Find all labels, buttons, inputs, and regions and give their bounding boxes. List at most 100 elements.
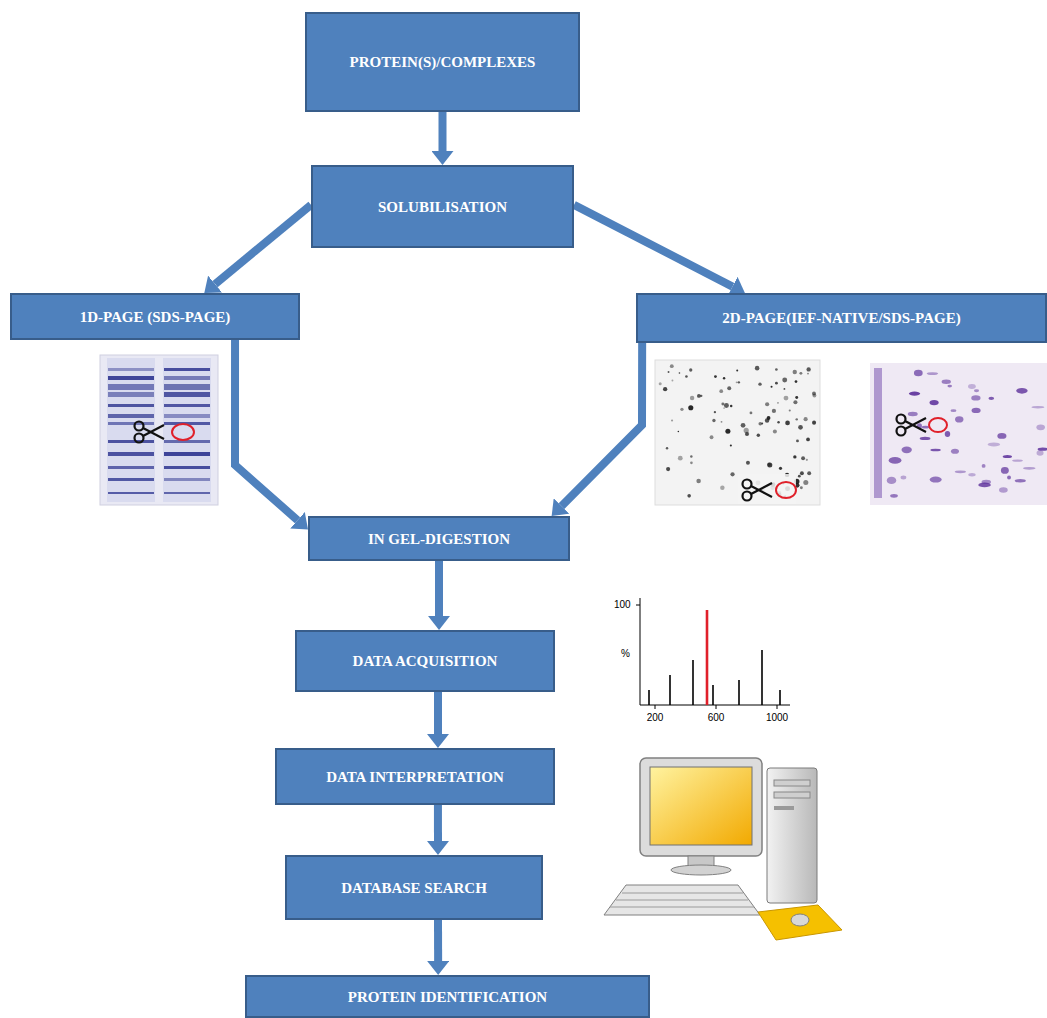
2d-gel-stained-image-part-part xyxy=(971,395,980,400)
computer-icon-part xyxy=(774,780,810,786)
2d-gel-image-part-part xyxy=(773,430,777,434)
2d-gel-image-part-part xyxy=(789,409,791,411)
2d-gel-image-part-part xyxy=(720,485,724,489)
2d-gel-image-part-part xyxy=(696,479,701,484)
process-box: DATA INTERPRETATION xyxy=(275,748,555,805)
sds-gel-image-part-part xyxy=(164,392,210,397)
2d-gel-image-part-part xyxy=(666,447,668,449)
sds-gel-image-part-part xyxy=(164,492,210,494)
2d-gel-stained-image-part-part xyxy=(1001,467,1009,474)
process-box: DATABASE SEARCH xyxy=(285,855,543,920)
sds-gel-image-part-part xyxy=(108,422,154,425)
2d-gel-stained-image-part-part xyxy=(930,400,939,405)
2d-gel-stained-image-part-part xyxy=(997,433,1006,439)
2d-gel-image-part-part xyxy=(806,367,810,371)
2d-gel-image-part-part xyxy=(775,368,778,371)
2d-gel-image-part-part xyxy=(723,377,725,379)
2d-gel-image-part-part xyxy=(666,467,670,471)
2d-gel-image-part-part xyxy=(800,471,804,475)
2d-gel-image-part-part xyxy=(806,438,810,442)
2d-gel-image-part-part xyxy=(690,455,692,457)
2d-gel-image-part-part xyxy=(745,433,748,436)
mass-spectrum-part xyxy=(716,705,717,709)
2d-gel-image-part-part xyxy=(807,471,811,475)
mass-spectrum xyxy=(636,598,790,709)
computer-icon-part xyxy=(767,768,817,903)
box-label: DATABASE SEARCH xyxy=(341,879,487,897)
sds-gel-image-part-part xyxy=(164,376,210,380)
2d-gel-image-part xyxy=(743,480,773,501)
2d-gel-image-part-part xyxy=(784,388,786,390)
computer-icon-part xyxy=(758,905,842,940)
2d-gel-stained-image-part xyxy=(929,418,947,432)
2d-gel-stained-image-part-part xyxy=(955,416,963,422)
2d-gel-stained-image-part-part xyxy=(1031,406,1044,409)
2d-gel-image-part-part xyxy=(680,408,683,411)
2d-gel-stained-image-part-part xyxy=(920,437,931,440)
2d-gel-image-part-part xyxy=(799,372,802,375)
2d-gel-image-part-part xyxy=(793,400,797,404)
sds-gel-image-part-part xyxy=(164,452,210,456)
2d-gel-image-part-part xyxy=(730,405,733,408)
sds-gel-image-part xyxy=(108,368,210,494)
2d-gel-image-part-part xyxy=(746,461,750,465)
2d-gel-image-part-part xyxy=(772,409,776,413)
2d-gel-stained-image-part-part xyxy=(968,384,976,389)
computer-icon-part xyxy=(791,914,809,926)
2d-gel-image-part-part xyxy=(775,382,778,385)
2d-gel-image-part-part xyxy=(721,421,723,423)
2d-gel-stained-image-part-part xyxy=(945,431,950,437)
process-box: 2D-PAGE(IEF-NATIVE/SDS-PAGE) xyxy=(636,293,1047,343)
2d-gel-stained-image-part-part xyxy=(947,385,952,388)
computer-icon-part xyxy=(640,758,762,856)
2d-gel-stained-image-part-part xyxy=(890,494,898,498)
sds-gel-image-part-part xyxy=(164,368,210,371)
computer-icon-part xyxy=(774,806,794,810)
2d-gel-stained-image-part xyxy=(887,370,1047,498)
mass-spectrum-part xyxy=(777,705,778,709)
sds-gel-image-part xyxy=(163,358,211,502)
sds-gel-image-part-part xyxy=(108,478,154,481)
mass-spectrum-part-part xyxy=(738,680,740,705)
2d-gel-image-part-part xyxy=(767,462,771,466)
process-box: PROTEIN IDENTIFICATION xyxy=(245,975,650,1018)
flow-arrow xyxy=(562,343,643,506)
computer-icon-part xyxy=(650,767,752,845)
computer-icon-part xyxy=(604,885,760,915)
2d-gel-image-part-part xyxy=(767,416,771,420)
axis-label: 1000 xyxy=(766,712,788,723)
axis-label: % xyxy=(621,648,630,659)
box-label: PROTEIN IDENTIFICATION xyxy=(348,988,547,1006)
2d-gel-image-part-part xyxy=(727,386,731,390)
2d-gel-image-part-part xyxy=(804,417,808,421)
2d-gel-image-part-part xyxy=(710,435,714,439)
2d-gel-image-part-part xyxy=(725,429,730,434)
2d-gel-image-part-part xyxy=(736,369,738,371)
2d-gel-image-part-part xyxy=(782,378,787,383)
2d-gel-image-part-part xyxy=(812,392,816,396)
sds-gel-image-part-part xyxy=(108,404,154,407)
2d-gel-stained-image-part-part xyxy=(968,473,975,476)
computer-icon-part-part xyxy=(610,907,754,908)
box-label: DATA ACQUISITION xyxy=(353,652,498,670)
2d-gel-image-part-part xyxy=(659,382,662,385)
sds-gel-image-part xyxy=(100,355,218,505)
2d-gel-image-part-part xyxy=(712,419,715,422)
2d-gel-stained-image-part-part xyxy=(1036,424,1045,430)
2d-gel-image-part-part xyxy=(803,480,808,485)
2d-gel-stained-image-part-part xyxy=(972,408,981,413)
2d-gel-image-part-part xyxy=(806,459,808,461)
2d-gel-stained-image-part-part xyxy=(930,449,941,451)
2d-gel-stained-image-part-part xyxy=(999,487,1008,493)
2d-gel-image-part-part xyxy=(744,428,749,433)
2d-gel-image-part-part xyxy=(796,418,798,420)
computer-icon-part-part xyxy=(622,893,743,894)
2d-gel-stained-image-part-part xyxy=(901,476,907,480)
2d-gel-image-part-part xyxy=(671,380,673,382)
2d-gel-image-part-part xyxy=(714,411,716,413)
flow-arrow xyxy=(434,692,442,734)
2d-gel-image-part-part xyxy=(812,421,816,425)
2d-gel-image-part-part xyxy=(757,433,760,436)
sds-gel-image-part-part xyxy=(108,452,154,456)
